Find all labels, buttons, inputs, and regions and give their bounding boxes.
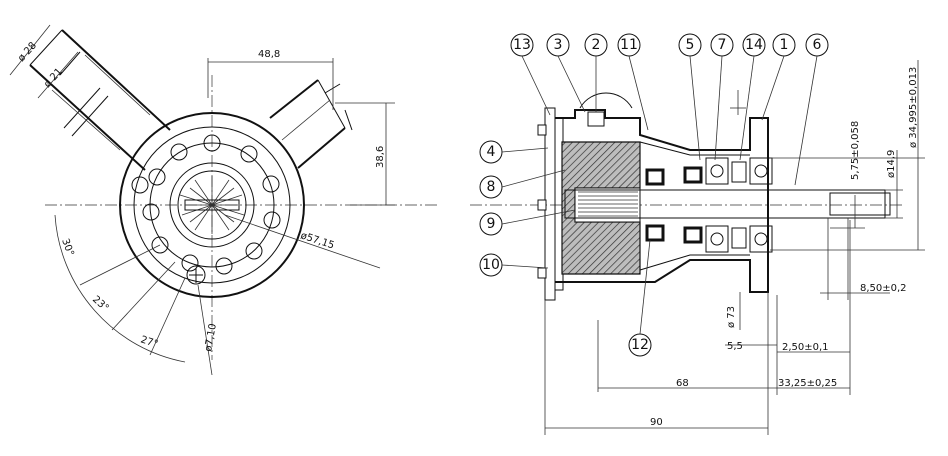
flange-rim-circle [133,126,291,284]
svg-text:7: 7 [718,37,727,53]
dim-shaft-dia: ø14,9 [886,150,897,178]
dim-2-50: 2,50±0,1 [782,342,829,353]
svg-text:2: 2 [592,37,601,53]
dimension-lines-bottom [544,220,851,435]
shaft-key [184,199,240,211]
housing-outline [555,109,769,293]
dim-bolt-circle: ø57,15 [299,230,335,251]
screw [587,111,605,127]
svg-text:14: 14 [745,37,763,53]
cover-bolts [537,124,547,279]
dim-73: ø 73 [726,306,737,328]
svg-text:6: 6 [813,37,822,53]
inlet-pipe [29,29,171,171]
dim-68: 68 [676,378,689,389]
shaft [564,189,886,219]
impeller-vanes [179,176,245,234]
seal-bottom [645,224,665,242]
dim-angle-23: 23° [90,294,111,314]
svg-text:10: 10 [482,257,500,273]
dim-inlet-outer: ø 28 [16,40,39,64]
part-bubbles: 13 3 2 11 5 7 14 1 6 4 8 9 10 1 [479,33,829,357]
dim-offset-y: 38,6 [375,146,386,168]
bolt-circle [149,142,275,268]
dimension-lines-right [770,60,925,300]
section-view: 13 3 2 11 5 7 14 1 6 4 8 9 10 1 [470,33,925,435]
dim-shaft-tip: 8,50±0,2 [860,283,907,294]
top-cap [579,92,633,109]
bearings [705,157,773,253]
dim-33-25: 33,25±0,25 [778,378,837,389]
outlet-pipe [269,79,353,169]
inner-circle [177,170,247,240]
flange-outer-circle [119,112,305,298]
front-view: ø 28 ø 21 48,8 38,6 ø57,15 ø7,10 30° 23°… [9,24,440,376]
svg-text:11: 11 [620,37,638,53]
dim-hole-dia: ø7,10 [203,323,219,353]
svg-text:9: 9 [487,216,496,232]
angle-arc [54,214,186,363]
leader-lines [501,55,818,335]
svg-text:13: 13 [513,37,531,53]
dim-angle-27: 27° [139,334,159,350]
svg-text:1: 1 [780,37,789,53]
dim-90: 90 [650,417,663,428]
dim-angle-30: 30° [59,237,75,257]
seal-top [645,168,665,186]
svg-text:8: 8 [487,179,496,195]
dim-shaft-step: 5,75±0,058 [850,121,861,180]
svg-text:4: 4 [487,144,496,160]
svg-text:3: 3 [554,37,563,53]
svg-text:5: 5 [686,37,695,53]
svg-text:12: 12 [631,337,649,353]
dim-5-5: 5,5 [727,341,743,352]
impeller-circle [169,162,255,248]
dim-offset-x: 48,8 [258,49,280,60]
bolt-holes [131,134,281,285]
dim-bearing-fit: ø 34,995±0,013 [908,67,919,148]
